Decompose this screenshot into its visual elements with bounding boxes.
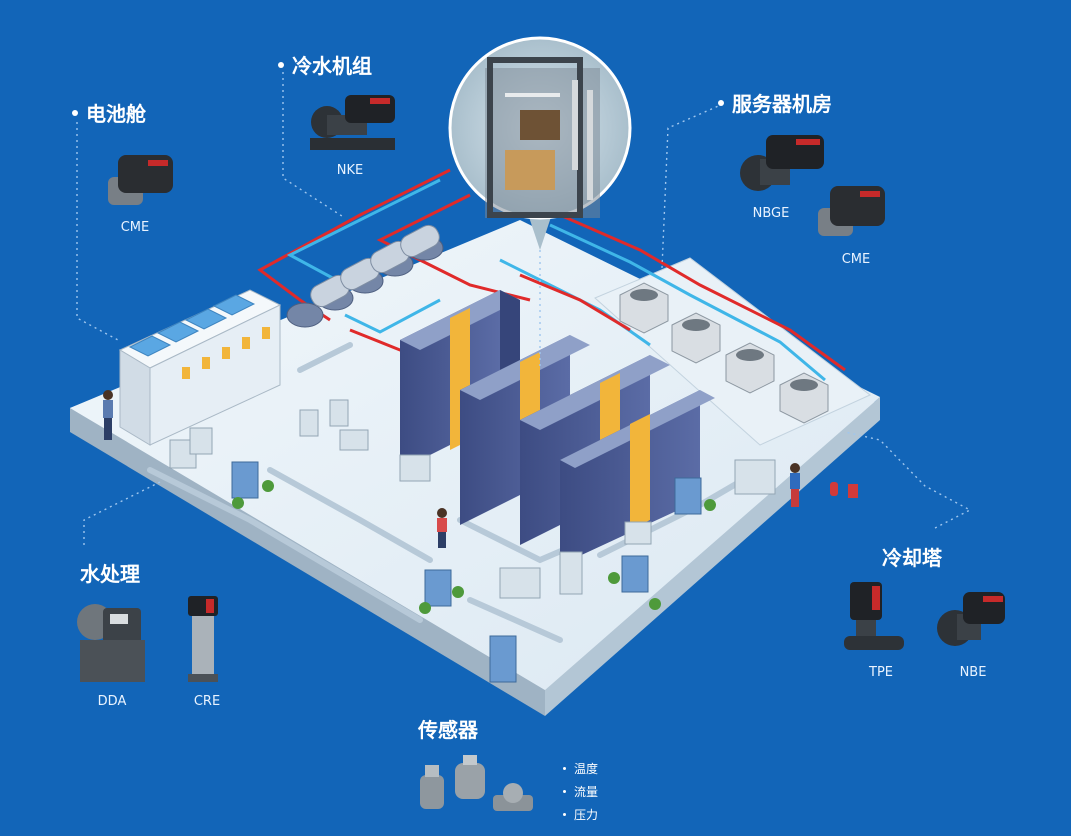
sensor-item-temperature: 温度 [563, 760, 598, 777]
section-chiller-label: 冷水机组 [292, 54, 372, 78]
product-server-nbge: NBGE [752, 206, 790, 221]
sensor-item-pressure: 压力 [563, 806, 598, 823]
product-water-dda: DDA [97, 694, 127, 709]
battery-cme-icon [108, 155, 173, 205]
section-sensor-label: 传感器 [418, 718, 478, 742]
server-racks [400, 290, 715, 565]
sensors-icon [420, 755, 533, 811]
sensor-item-label: 流量 [574, 785, 599, 799]
section-cooling-label: 冷却塔 [882, 546, 942, 570]
chiller-units [286, 224, 444, 328]
sensor-item-label: 压力 [574, 808, 599, 822]
zoom-callout [448, 36, 632, 250]
section-chiller: 冷水机组 [278, 50, 372, 79]
sensor-item-flow: 流量 [563, 783, 598, 800]
section-sensor: 传感器 [418, 714, 478, 743]
product-cooling-nbe: NBE [959, 665, 987, 680]
bullet-dot [563, 790, 566, 793]
cooling-tpe-icon [844, 582, 904, 650]
server-nbge-icon [740, 135, 824, 191]
water-dda-icon [77, 604, 145, 682]
bullet-dot [278, 61, 284, 68]
section-server: 服务器机房 [718, 88, 832, 117]
cooling-nbe-icon [937, 592, 1005, 646]
server-cme-icon [818, 186, 885, 236]
section-server-label: 服务器机房 [732, 92, 832, 116]
product-battery-cme: CME [120, 220, 150, 235]
section-cooling: 冷却塔 [882, 542, 942, 571]
battery-cabinets [118, 289, 282, 446]
product-chiller-nke: NKE [336, 163, 364, 178]
cooling-towers [619, 282, 829, 424]
chiller-nke-icon [310, 95, 395, 150]
bullet-dot [718, 99, 724, 106]
water-cre-icon [188, 596, 218, 682]
bullet-dot [563, 767, 566, 770]
product-water-cre: CRE [193, 694, 221, 709]
bullet-dot [72, 109, 78, 116]
section-battery-label: 电池舱 [86, 102, 146, 126]
sensor-item-label: 温度 [574, 762, 599, 776]
product-server-cme: CME [841, 252, 871, 267]
bullet-dot [563, 813, 566, 816]
section-water-label: 水处理 [80, 562, 140, 586]
product-cooling-tpe: TPE [869, 665, 893, 680]
leader-lines [76, 72, 972, 548]
section-water: 水处理 [80, 558, 140, 587]
section-battery: 电池舱 [72, 98, 146, 127]
misc-equipment [103, 390, 858, 683]
